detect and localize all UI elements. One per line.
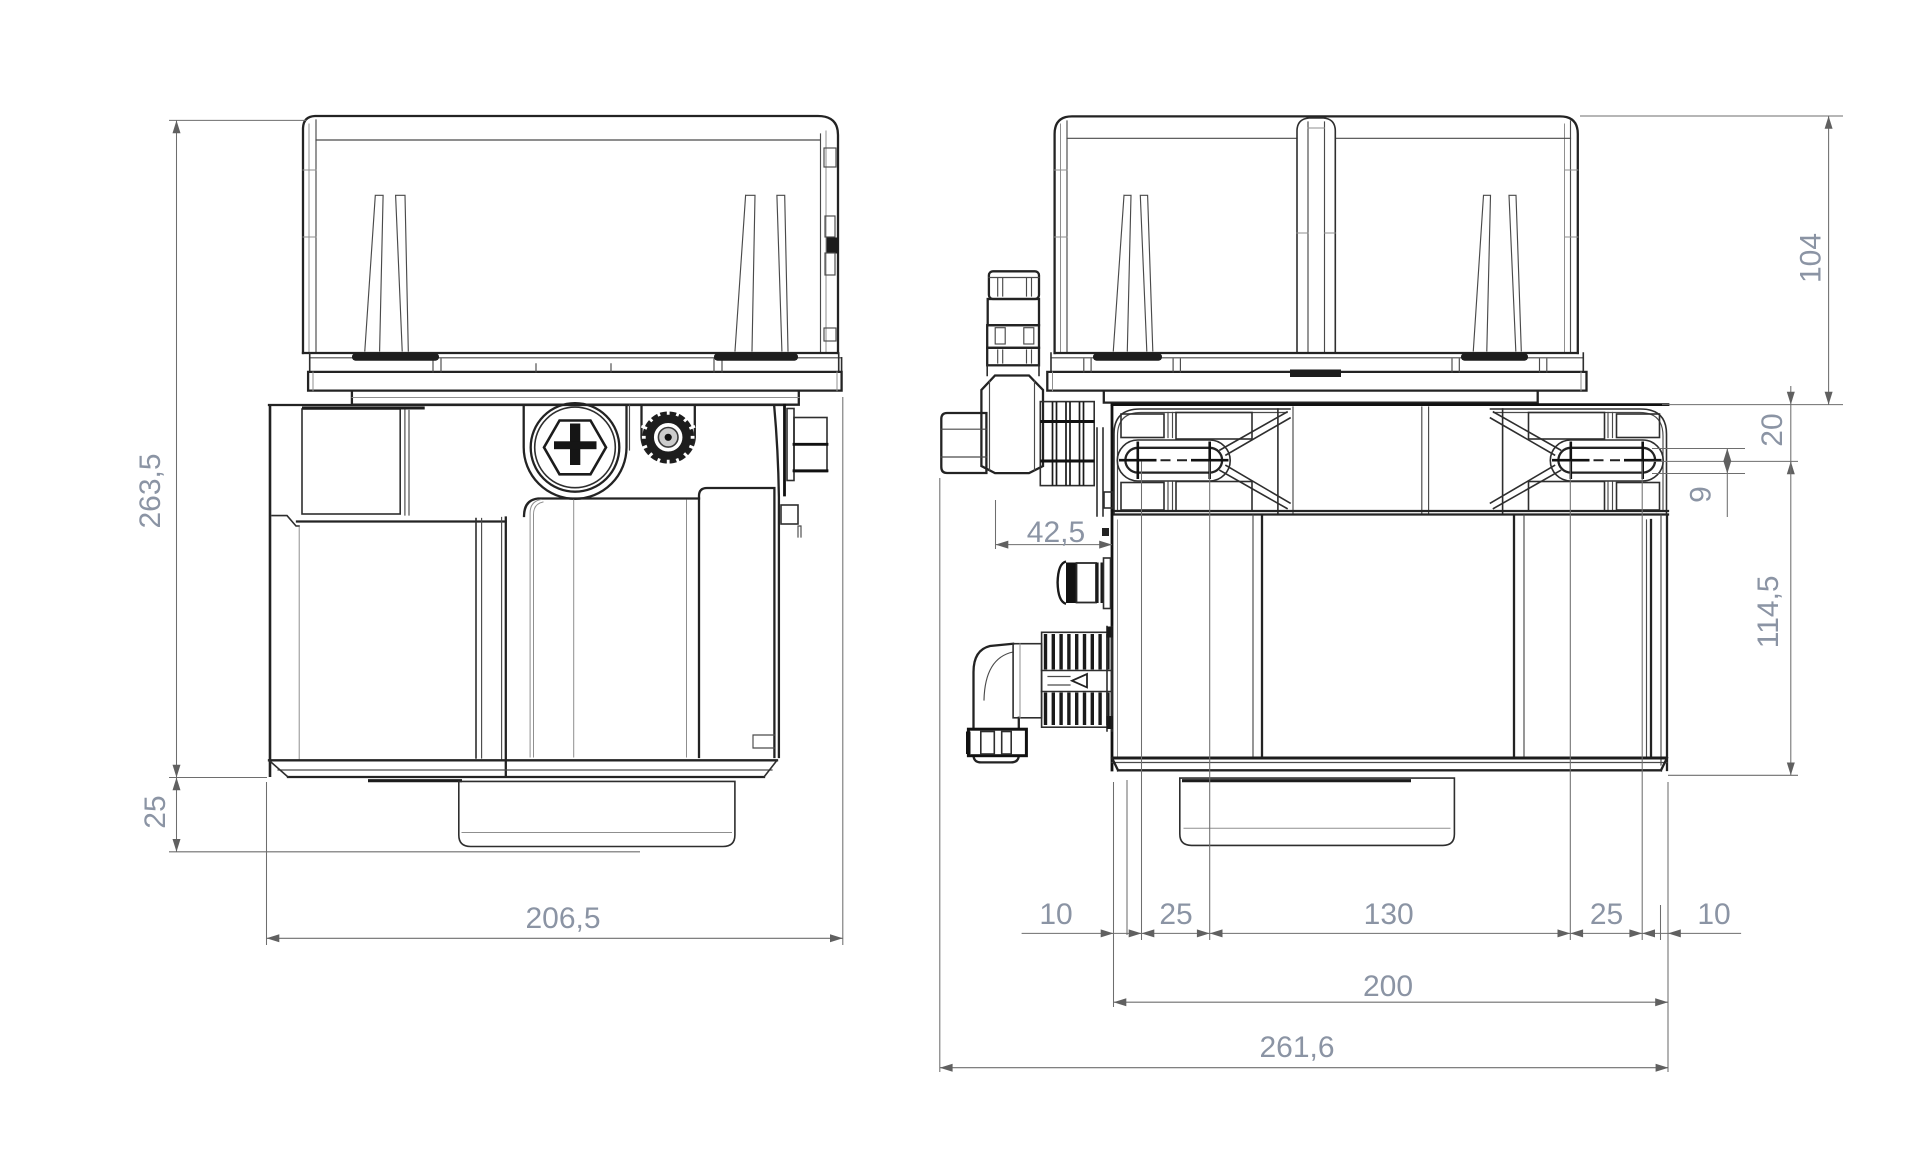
svg-text:261,6: 261,6 [1259, 1031, 1334, 1064]
svg-text:206,5: 206,5 [525, 902, 600, 935]
svg-text:114,5: 114,5 [1752, 575, 1785, 648]
svg-text:25: 25 [139, 795, 172, 828]
svg-text:10: 10 [1697, 898, 1730, 931]
svg-text:263,5: 263,5 [134, 453, 167, 528]
svg-text:42,5: 42,5 [1027, 516, 1085, 549]
svg-text:200: 200 [1363, 970, 1413, 1003]
svg-text:10: 10 [1039, 898, 1072, 931]
svg-text:130: 130 [1364, 898, 1414, 931]
svg-text:25: 25 [1590, 898, 1623, 931]
svg-text:25: 25 [1159, 898, 1192, 931]
svg-text:9: 9 [1684, 486, 1717, 503]
svg-text:20: 20 [1756, 413, 1789, 446]
svg-text:104: 104 [1794, 233, 1827, 283]
